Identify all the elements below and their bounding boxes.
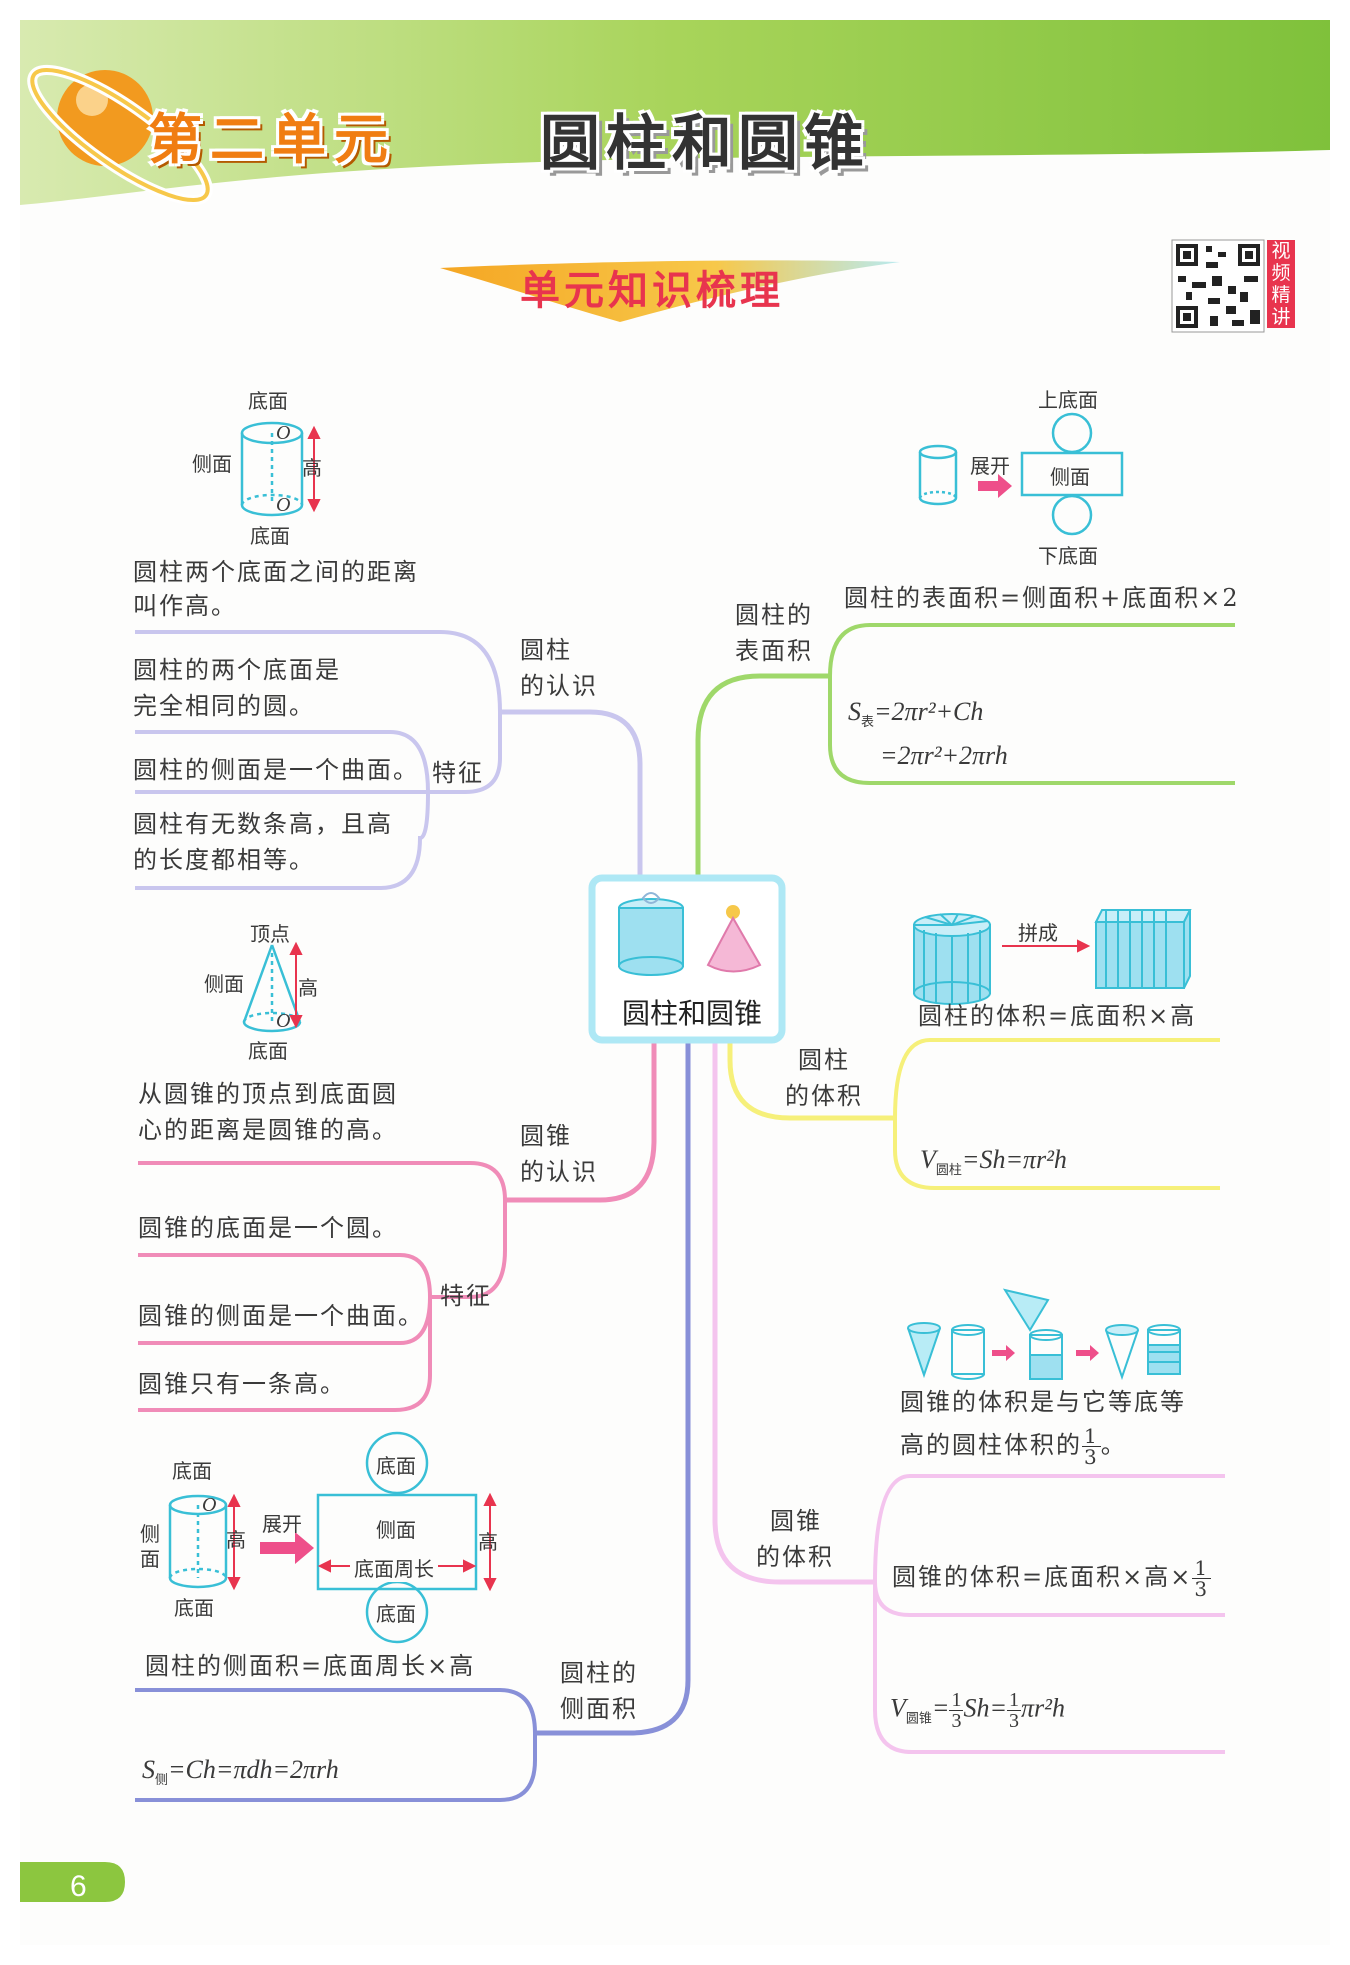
cone-volume-branch-1: 圆锥 — [770, 1507, 822, 1535]
page-number-tab — [20, 1862, 125, 1902]
cone-height-def-1: 从圆锥的顶点到底面圆 — [138, 1080, 398, 1108]
lat-side-label-1: 侧 — [140, 1522, 160, 1546]
cyl-feature-1a: 圆柱的两个底面是 — [133, 656, 341, 684]
qr-video-label[interactable]: 视频精讲 — [1267, 240, 1295, 328]
unfold-arrow-big — [260, 1532, 314, 1564]
cyl-feature-3a: 圆柱有无数条高，且高 — [133, 810, 393, 838]
cyl-side-label: 侧面 — [192, 452, 232, 476]
cone-height-def-2: 心的距离是圆锥的高。 — [138, 1116, 398, 1144]
lat-top-label: 底面 — [172, 1459, 212, 1483]
lateral-branch-1: 圆柱的 — [560, 1659, 638, 1687]
cone-recognition-branch-1: 圆锥 — [520, 1122, 572, 1150]
cone-height-label: 高 — [298, 976, 318, 1000]
section-swoosh — [440, 260, 900, 322]
lateral-formula-math: S侧=Ch=πdh=2πrh — [142, 1755, 339, 1787]
cyl-recognition-branch-1: 圆柱 — [520, 636, 572, 664]
trunk-lavender — [500, 709, 643, 880]
surf-side-label: 侧面 — [1050, 465, 1090, 489]
trunk-pink — [505, 1040, 657, 1203]
surface-diagram — [918, 412, 1124, 536]
trunk-lightpink — [712, 1040, 875, 1585]
cylinder-diagram — [240, 421, 304, 517]
cyl-feature-label: 特征 — [432, 759, 484, 787]
cone-apex-label: 顶点 — [250, 922, 290, 946]
trunk-navy — [535, 1040, 691, 1736]
section-title: 单元知识梳理 — [520, 268, 784, 314]
header-band — [20, 20, 1330, 205]
cyl-feature-1b: 完全相同的圆。 — [133, 692, 315, 720]
cone-recognition-branch-2: 的认识 — [520, 1158, 598, 1186]
cone-side-label: 侧面 — [204, 972, 244, 996]
qr-code — [1171, 239, 1265, 333]
cyl-feature-2: 圆柱的侧面是一个曲面。 — [133, 756, 419, 784]
cyl-feature-3b: 的长度都相等。 — [133, 846, 315, 874]
planet-logo — [27, 64, 213, 206]
cyl-height-def-2: 叫作高。 — [133, 592, 237, 620]
volume-branch-2: 的体积 — [785, 1082, 863, 1110]
vol-combine-label: 拼成 — [1018, 921, 1058, 945]
surface-branch-2: 表面积 — [735, 637, 813, 665]
surface-formula-text: 圆柱的表面积=侧面积+底面积×2 — [844, 584, 1240, 612]
lat-bottom-label: 底面 — [174, 1596, 214, 1620]
cyl-height-def-1: 圆柱两个底面之间的距离 — [133, 558, 419, 586]
cylinder-lateral-diagram — [168, 1431, 478, 1644]
volume-diagram — [913, 909, 1192, 1005]
chapter-title: 圆柱和圆锥 — [540, 109, 870, 179]
cone-volume-branch-2: 的体积 — [756, 1543, 834, 1571]
unfold-arrow-small — [978, 474, 1012, 498]
cone-feature-label: 特征 — [440, 1282, 492, 1310]
cone-bottom-label: 底面 — [248, 1039, 288, 1063]
cyl-center-bottom: O — [276, 494, 291, 516]
lat-unfold-label: 展开 — [262, 1512, 302, 1536]
cone-volume-diagram — [907, 1288, 1181, 1381]
lateral-formula-text: 圆柱的侧面积=底面周长×高 — [145, 1652, 476, 1680]
lat-height-label: 高 — [226, 1528, 246, 1552]
lateral-branch-2: 侧面积 — [560, 1695, 638, 1723]
surface-formula-line2: =2πr²+2πrh — [880, 741, 1008, 770]
cone-feature-1: 圆锥的底面是一个圆。 — [138, 1214, 398, 1242]
volume-formula-math: V圆柱=Sh=πr²h — [920, 1145, 1067, 1177]
center-node-label: 圆柱和圆锥 — [621, 997, 762, 1030]
surface-formula-line1: S表=2πr²+Ch — [848, 697, 984, 729]
lat-rect-height: 高 — [478, 1530, 498, 1554]
trunk-green — [695, 673, 830, 880]
cyl-center-top: O — [276, 422, 291, 444]
surface-branch-1: 圆柱的 — [735, 601, 813, 629]
lat-circle-top: 底面 — [376, 1454, 416, 1478]
lat-side-label-2: 面 — [140, 1547, 160, 1571]
volume-formula-text: 圆柱的体积=底面积×高 — [918, 1002, 1197, 1030]
cone-volume-desc-1: 圆锥的体积是与它等底等 — [900, 1388, 1186, 1416]
cyl-bottom-label: 底面 — [250, 524, 290, 548]
surf-unfold-label: 展开 — [970, 454, 1010, 478]
cyl-height-label: 高 — [302, 456, 322, 480]
cone-feature-3: 圆锥只有一条高。 — [138, 1370, 346, 1398]
surf-bottom-label: 下底面 — [1038, 544, 1098, 568]
lat-center-label: O — [202, 1494, 217, 1516]
cone-center-label: O — [276, 1010, 291, 1032]
cyl-recognition-branch-2: 的认识 — [520, 672, 598, 700]
volume-branch-1: 圆柱 — [798, 1046, 850, 1074]
cyl-top-label: 底面 — [248, 389, 288, 413]
center-node — [588, 874, 786, 1044]
trunk-yellow — [727, 1040, 895, 1121]
surf-top-label: 上底面 — [1038, 388, 1098, 412]
lat-circle-bottom: 底面 — [376, 1602, 416, 1626]
lat-rect-label: 侧面 — [376, 1518, 416, 1542]
page-number: 6 — [70, 1870, 87, 1903]
lat-rect-bottom: 底面周长 — [350, 1553, 438, 1582]
unit-title: 第二单元 — [148, 108, 396, 171]
cone-feature-2: 圆锥的侧面是一个曲面。 — [138, 1302, 424, 1330]
